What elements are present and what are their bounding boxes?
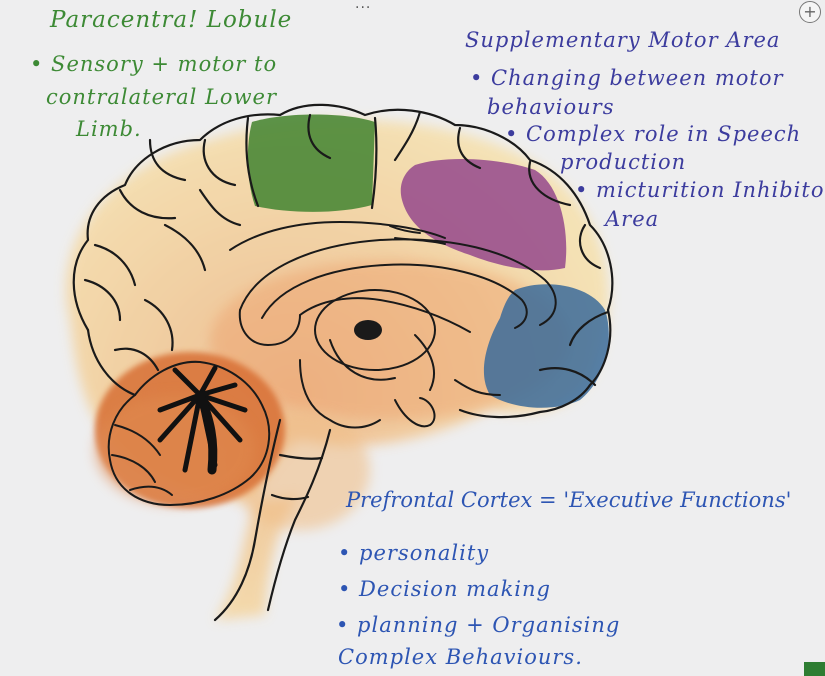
diencephalon	[299, 289, 501, 429]
brainstem	[213, 418, 332, 622]
prefrontal-bullet-1: • personality	[338, 541, 490, 565]
sma-bullet-1: • Changing between motor	[470, 66, 784, 90]
sma-bullet-3: • Complex role in Speech	[505, 122, 802, 146]
corner-indicator	[804, 662, 825, 676]
prefrontal-bullet-3: • planning + Organising	[336, 613, 621, 637]
sma-bullet-4: production	[560, 150, 687, 174]
brain-outline	[72, 103, 614, 419]
prefrontal-bullet-4: Complex Behaviours.	[338, 645, 583, 669]
sma-bullet-5: • micturition Inhibitory	[575, 178, 825, 202]
sma-title: Supplementary Motor Area	[465, 28, 781, 52]
sma-bullet-6: Area	[605, 207, 660, 231]
prefrontal-bullet-2: • Decision making	[338, 577, 551, 601]
central-orange-wash	[210, 260, 570, 420]
prefrontal-title: Prefrontal Cortex = 'Executive Functions…	[346, 488, 792, 512]
paracentral-lobule-region	[247, 114, 375, 212]
cerebellum	[107, 360, 271, 507]
corpus-callosum	[229, 220, 557, 347]
more-options-icon[interactable]: ···	[355, 0, 372, 16]
paracentral-bullet-2: contralateral Lower	[46, 85, 278, 109]
ventricle-dot	[354, 320, 382, 340]
prefrontal-region	[483, 284, 609, 408]
cerebellum-outer-wash	[95, 395, 255, 505]
sma-bullet-2: behaviours	[487, 95, 615, 119]
zoom-in-icon[interactable]: +	[799, 1, 821, 23]
paracentral-bullet-3: Limb.	[76, 117, 142, 141]
paracentral-title: Paracentra! Lobule	[50, 7, 293, 33]
paracentral-bullet-1: • Sensory + motor to	[30, 52, 278, 76]
